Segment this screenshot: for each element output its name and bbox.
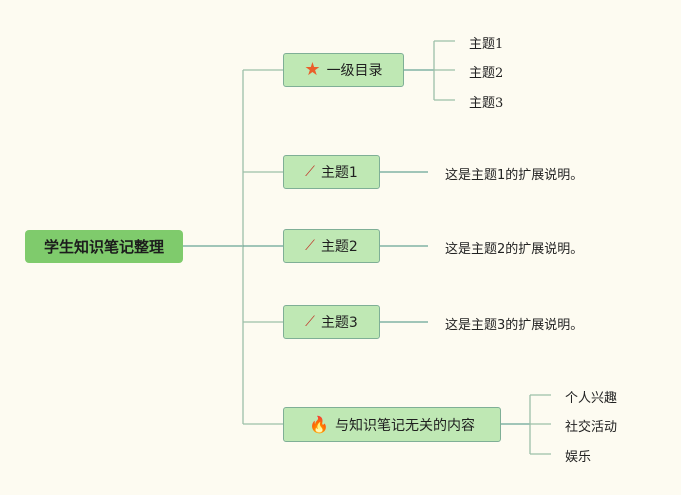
branch-node-topic-1[interactable]: ⟋ 主题1 bbox=[283, 155, 380, 189]
branch-node-level1-directory[interactable]: ★ 一级目录 bbox=[283, 53, 404, 87]
child-personal-interests[interactable]: 个人兴趣 bbox=[565, 391, 618, 406]
child-topic-3[interactable]: 主题3 bbox=[469, 96, 504, 111]
note-topic-2[interactable]: 这是主题2的扩展说明。 bbox=[445, 242, 584, 257]
branch-label: 主题1 bbox=[320, 165, 358, 181]
child-social-activities[interactable]: 社交活动 bbox=[565, 420, 618, 435]
branch-node-topic-2[interactable]: ⟋ 主题2 bbox=[283, 229, 380, 263]
fire-icon: 🔥 bbox=[309, 414, 329, 434]
root-label: 学生知识笔记整理 bbox=[43, 238, 164, 256]
note-topic-3[interactable]: 这是主题3的扩展说明。 bbox=[445, 318, 584, 333]
branch-label: 与知识笔记无关的内容 bbox=[334, 417, 475, 434]
note-topic-1[interactable]: 这是主题1的扩展说明。 bbox=[445, 168, 584, 183]
magic-wand-icon: ⟋ bbox=[305, 164, 315, 180]
magic-wand-icon: ⟋ bbox=[305, 314, 315, 330]
branch-label: 主题2 bbox=[320, 239, 358, 255]
child-topic-2[interactable]: 主题2 bbox=[469, 66, 504, 81]
branch-node-topic-3[interactable]: ⟋ 主题3 bbox=[283, 305, 380, 339]
star-icon: ★ bbox=[304, 59, 321, 80]
child-topic-1[interactable]: 主题1 bbox=[469, 37, 504, 52]
branch-node-unrelated[interactable]: 🔥 与知识笔记无关的内容 bbox=[283, 407, 501, 442]
magic-wand-icon: ⟋ bbox=[305, 238, 315, 254]
branch-label: 一级目录 bbox=[326, 63, 383, 79]
branch-label: 主题3 bbox=[320, 315, 358, 331]
root-node[interactable]: 学生知识笔记整理 bbox=[25, 230, 183, 263]
child-entertainment[interactable]: 娱乐 bbox=[565, 450, 592, 465]
